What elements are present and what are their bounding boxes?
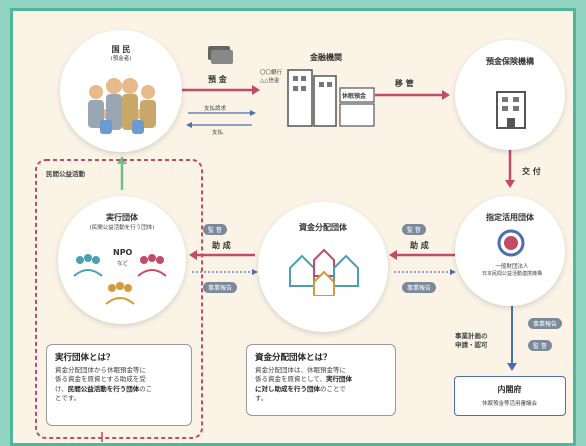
executing-callout: 実行団体とは？ 資金分配団体から休眠預金等に 係る資金を原資とする助成を受 け、… — [46, 344, 192, 426]
bank1-label: 〇〇銀行 — [260, 70, 283, 76]
transfer-label: 移 管 — [395, 79, 414, 88]
insurance-circle — [455, 40, 565, 150]
supervise-badge-distribution: 監 督 — [203, 224, 227, 235]
cabinet-subtitle: 休眠預金等活用審議会 — [481, 401, 537, 407]
deposit-label: 預 金 — [208, 75, 227, 84]
janpia-logo-icon — [497, 229, 525, 257]
designated-title: 指定活用団体 — [486, 213, 534, 222]
distribution-title: 資金分配団体 — [299, 223, 347, 232]
executing-title: 実行団体 — [106, 213, 138, 222]
bank2-label: △△信金 — [260, 78, 280, 84]
supervise-badge-cabinet: 監 督 — [528, 340, 552, 351]
citizens-title: 国 民 — [111, 45, 131, 54]
distribution-circle — [258, 202, 388, 332]
executing-subtitle: (民間公益活動を行う団体) — [89, 225, 155, 231]
executing-circle — [58, 196, 186, 324]
cabinet-box: 内閣府 休眠預金等活用審議会 — [454, 376, 566, 416]
grant-label-distribution: 助 成 — [212, 241, 231, 250]
private-activity-label: 民間公益活動 — [46, 170, 85, 178]
payment-label: 支払 — [212, 130, 224, 136]
houses-icon — [289, 248, 359, 296]
npo-label: NPO — [113, 248, 133, 257]
npo-etc-label: など — [117, 261, 129, 267]
distribution-callout: 資金分配団体とは？ 資金分配団体は、休眠預金等に 係る資金を原資として、実行団体… — [246, 344, 396, 416]
citizens-circle — [60, 30, 182, 152]
apply-label: 申請・認可 — [455, 341, 488, 349]
plan-label: 事業計画の — [455, 332, 488, 340]
dormant-deposit-label: 休眠預金 — [342, 93, 367, 100]
insurance-title: 預金保険機構 — [486, 57, 534, 66]
people-groups-icon — [73, 254, 167, 305]
money-icon — [208, 46, 233, 64]
executing-callout-body: 資金分配団体から休眠預金等に 係る資金を原資とする助成を受 け、民間公益活動を行… — [55, 366, 153, 403]
cabinet-title: 内閣府 — [497, 385, 522, 394]
designated-circle — [455, 196, 565, 306]
distribution-callout-heading: 資金分配団体とは？ — [255, 353, 332, 363]
supervise-badge-designated: 監 督 — [402, 224, 426, 235]
grant-label-designated: 助 成 — [410, 241, 429, 250]
payment-request-label: 支払請求 — [204, 106, 227, 112]
citizens-subtitle: (預金者) — [110, 56, 132, 62]
executing-callout-heading: 実行団体とは？ — [55, 353, 115, 363]
distribution-callout-body: 資金分配団体は、休眠預金等に 係る資金を原資として、実行団体 に対し助成を行う団… — [255, 366, 352, 403]
designated-org-line1: 一般財団法人 — [495, 264, 529, 270]
designated-org-line2: 日本民間公益活動連携機構 — [481, 271, 542, 277]
office-building-icon — [496, 91, 526, 129]
report-badge-cabinet: 事業報告 — [528, 318, 563, 329]
report-badge-distribution: 事業報告 — [203, 282, 238, 293]
report-badge-designated: 事業報告 — [402, 282, 437, 293]
executing-dashed-box — [35, 159, 203, 439]
financial-title: 金融機関 — [310, 53, 342, 62]
grant-label-insurance: 交 付 — [522, 167, 541, 176]
family-icon — [88, 78, 156, 134]
bank-building-icon — [287, 69, 375, 127]
